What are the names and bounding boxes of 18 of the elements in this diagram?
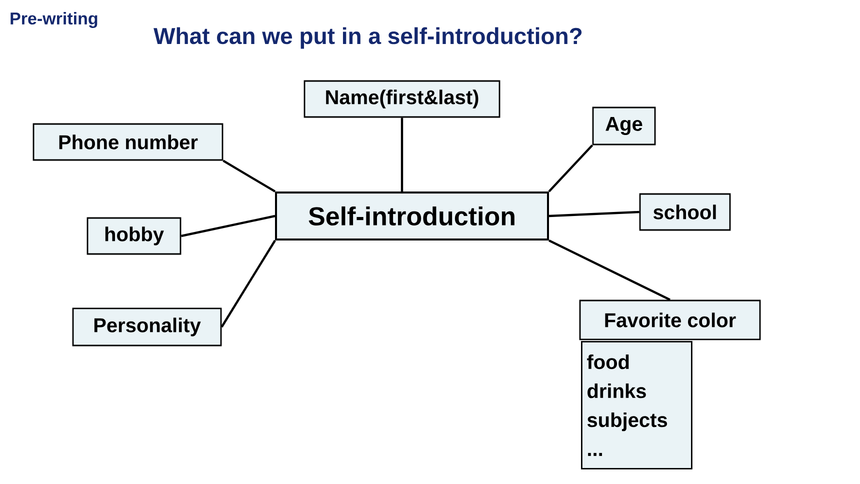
connector-line — [548, 210, 640, 218]
topic-box: Name(first&last) — [304, 80, 500, 118]
connector-line — [180, 214, 276, 238]
topic-box: Favorite color — [579, 300, 761, 340]
section-label: Pre-writing — [10, 12, 98, 28]
connector-line — [548, 240, 670, 301]
central-box: Self-introduction — [275, 191, 549, 240]
topic-box: Personality — [72, 308, 222, 346]
list-box: food drinks subjects ... — [581, 340, 692, 470]
topic-box: hobby — [86, 217, 182, 255]
connector-line — [548, 144, 594, 192]
connector-line — [400, 118, 404, 192]
topic-box: school — [639, 193, 731, 231]
connector-line — [220, 240, 276, 328]
title: What can we put in a self-introduction? — [154, 27, 582, 49]
topic-box: Age — [592, 106, 656, 146]
topic-box: Phone number — [32, 123, 224, 161]
connector-line — [222, 160, 276, 192]
